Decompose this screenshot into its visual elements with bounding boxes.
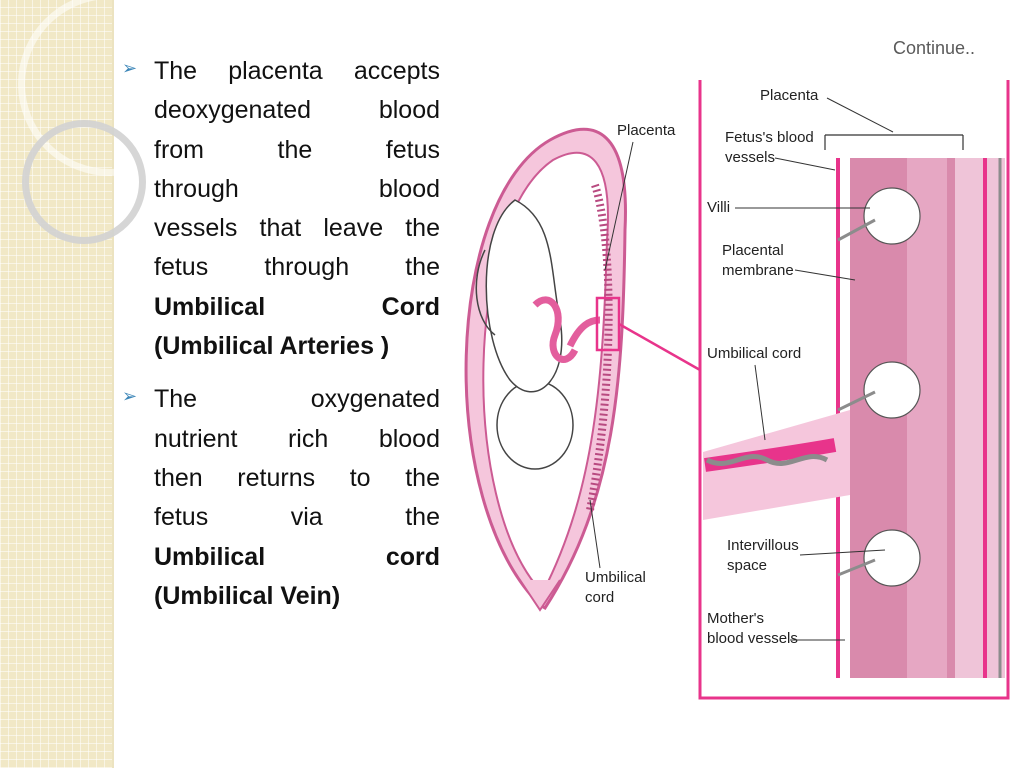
label-mothers-1: Mother's xyxy=(707,610,764,627)
continue-label: Continue.. xyxy=(893,38,976,58)
label-umbilical-left-1: Umbilical xyxy=(585,569,646,586)
placenta-cross-section xyxy=(698,80,1010,700)
decorative-side-strip xyxy=(0,0,202,768)
label-intervillous-2: space xyxy=(727,557,767,574)
uterus-drawing xyxy=(464,127,701,612)
decorative-ring xyxy=(22,120,146,244)
label-fetus-vessels-1: Fetus's blood xyxy=(725,129,814,146)
label-umbilical-left-2: cord xyxy=(585,589,614,606)
label-placenta-left: Placenta xyxy=(617,122,676,139)
cross-section-labels: Placenta Fetus's blood vessels Villi Pla… xyxy=(707,87,894,647)
label-membrane-1: Placental xyxy=(722,242,784,259)
label-placenta-right: Placenta xyxy=(760,87,819,104)
label-villi: Villi xyxy=(707,199,730,216)
placenta-illustration: Placenta Umbilical cord Placenta Fetus's… xyxy=(464,80,1010,700)
label-intervillous-1: Intervillous xyxy=(727,537,799,554)
label-membrane-2: membrane xyxy=(722,262,794,279)
bullet-line: (Umbilical Arteries ) xyxy=(154,332,390,361)
bullet-arrow-icon: ➢ xyxy=(122,58,138,78)
bullet-line: (Umbilical Vein) xyxy=(154,581,341,610)
label-fetus-vessels-2: vessels xyxy=(725,149,775,166)
label-umbilical-right: Umbilical cord xyxy=(707,345,801,362)
bullet-arrow-icon: ➢ xyxy=(122,386,138,407)
label-mothers-2: blood vessels xyxy=(707,630,798,647)
